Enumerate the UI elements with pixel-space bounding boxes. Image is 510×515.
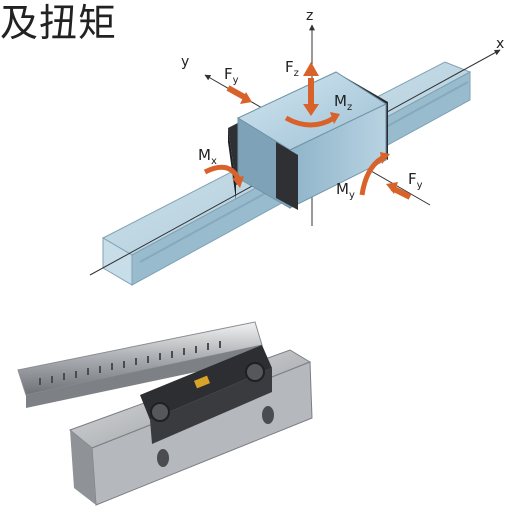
axis-label-x: x <box>496 36 504 52</box>
label-mz: Mz <box>334 92 352 113</box>
moment-arrow-icon <box>359 152 390 196</box>
axis-label-z: z <box>306 8 313 24</box>
force-arrow-icon <box>386 182 412 200</box>
label-my: My <box>336 180 355 201</box>
moment-arrow-icon <box>203 164 244 188</box>
force-arrow-icon <box>226 85 252 104</box>
product-photo <box>17 321 313 506</box>
force-arrows <box>203 62 412 200</box>
label-fy-right: Fy <box>408 170 423 191</box>
axis-labels: z x y <box>181 8 504 70</box>
label-mx: Mx <box>198 146 217 167</box>
axis-label-y: y <box>181 54 189 70</box>
moment-arrow-icon <box>284 112 340 128</box>
label-fy-left: Fy <box>224 65 239 86</box>
page-title: 及扭矩 <box>0 1 118 45</box>
force-arrow-icon <box>303 62 319 116</box>
label-fz: Fz <box>285 58 299 79</box>
force-labels: Fy Fz Mz Mx My Fy <box>198 58 423 201</box>
